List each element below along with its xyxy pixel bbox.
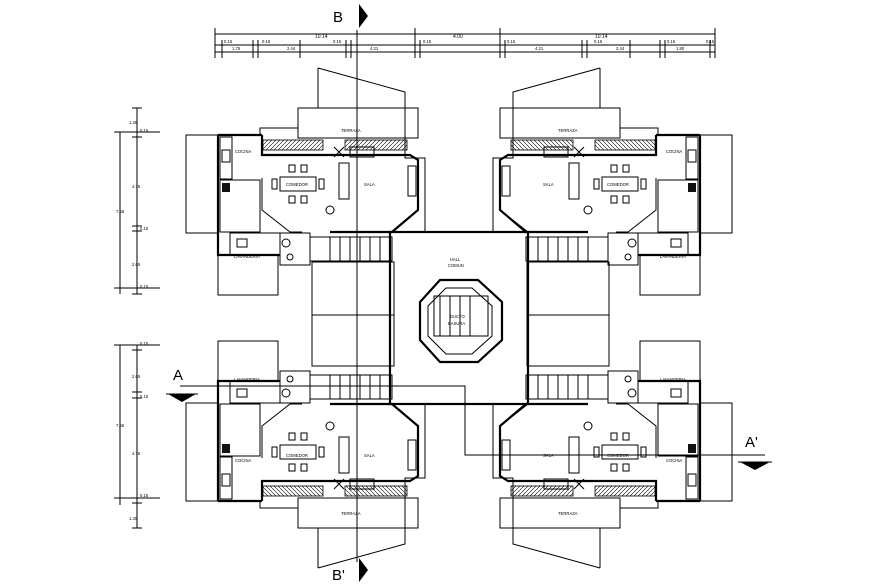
dim-lower-5: 1.35: [129, 516, 138, 521]
dim-upper-1: 0.15: [140, 128, 149, 133]
dim-row2-left-3: 0.15: [423, 39, 432, 44]
dim-row3-left-1: 2.44: [287, 46, 296, 51]
section-a-line: A A': [166, 367, 772, 470]
dim-row2-left-0: 0.15: [224, 39, 233, 44]
terraza-label-br: TERRAZA: [558, 511, 578, 516]
dim-row3-right-2: 1.80: [676, 46, 685, 51]
dim-row2-right-3: 0.15: [706, 39, 715, 44]
lavanderia-label-tl: LAVANDERIA: [234, 254, 260, 259]
terraza-label-tr: TERRAZA: [558, 128, 578, 133]
dim-lower-1: 2.65: [132, 374, 141, 379]
dim-lower-3: 4.75: [132, 451, 141, 456]
dim-row3-right-1: 2.44: [616, 46, 625, 51]
comedor-label-tr: COMEDOR: [607, 182, 629, 187]
comedor-label-tl: COMEDOR: [286, 182, 308, 187]
comedor-label-bl: COMEDOR: [286, 453, 308, 458]
section-a-label: A: [173, 367, 183, 384]
section-a-prime-arrow-icon: [740, 462, 770, 470]
dim-upper-0: 1.35: [129, 120, 138, 125]
duct-label-1: DUCTO: [450, 314, 466, 319]
dim-upper-3: 0.15: [140, 226, 149, 231]
section-b-arrow-icon: [359, 4, 368, 28]
duct-label-2: BASURA: [448, 321, 465, 326]
dim-upper-total: 7.55: [116, 209, 125, 214]
lavanderia-label-tr: LAVANDERIA: [660, 254, 686, 259]
side-dimensions: 7.55 1.35 0.15 4.75 0.15 2.65 0.15 7.55 …: [114, 107, 160, 529]
section-b-prime-label: B': [332, 567, 345, 584]
dim-row2-left-2: 0.15: [333, 39, 342, 44]
terraza-label-tl: TERRAZA: [341, 128, 361, 133]
sala-label-bl: SALA: [364, 453, 375, 458]
dim-row3-left-0: 1.75: [232, 46, 241, 51]
sala-label-tr: SALA: [543, 182, 554, 187]
dim-overall-center: 4.00: [453, 34, 463, 40]
dim-lower-total: 7.55: [116, 423, 125, 428]
section-b-label: B: [333, 9, 343, 26]
dim-lower-4: 0.15: [140, 493, 149, 498]
dim-lower-0: 0.15: [140, 341, 149, 346]
section-a-prime-label: A': [745, 434, 758, 451]
cocina-label-br: COCINA: [666, 458, 682, 463]
dim-row2-left-1: 0.15: [262, 39, 271, 44]
dim-row2-right-0: 0.15: [507, 39, 516, 44]
sala-label-tl: SALA: [364, 182, 375, 187]
cocina-label-tl: COCINA: [235, 149, 251, 154]
section-b-line: B B': [332, 4, 368, 584]
dim-upper-5: 0.15: [140, 284, 149, 289]
hall-label-1: HALL: [450, 257, 461, 262]
top-dimensions: 10.14 4.00 10.14 0.15 0.15 0.15 0.15 0.1…: [214, 28, 716, 58]
terraza-label-bl: TERRAZA: [341, 511, 361, 516]
dim-overall-left: 10.14: [315, 34, 328, 40]
dim-upper-4: 2.65: [132, 262, 141, 267]
section-a-arrow-icon: [168, 394, 196, 402]
dim-row3-right-0: 4.21: [535, 46, 544, 51]
cocina-label-bl: COCINA: [235, 458, 251, 463]
dim-lower-2: 0.15: [140, 394, 149, 399]
cocina-label-tr: COCINA: [666, 149, 682, 154]
dim-row2-right-1: 0.15: [594, 39, 603, 44]
dim-overall-right: 10.14: [595, 34, 608, 40]
hall-label-2: COMUN: [448, 263, 464, 268]
section-b-prime-arrow-icon: [359, 558, 368, 582]
dim-row2-right-2: 0.15: [667, 39, 676, 44]
dim-upper-2: 4.75: [132, 184, 141, 189]
lavanderia-label-br: LAVANDERIA: [660, 377, 686, 382]
dim-row3-left-2: 4.21: [370, 46, 379, 51]
lavanderia-label-bl: LAVANDERIA: [234, 377, 260, 382]
